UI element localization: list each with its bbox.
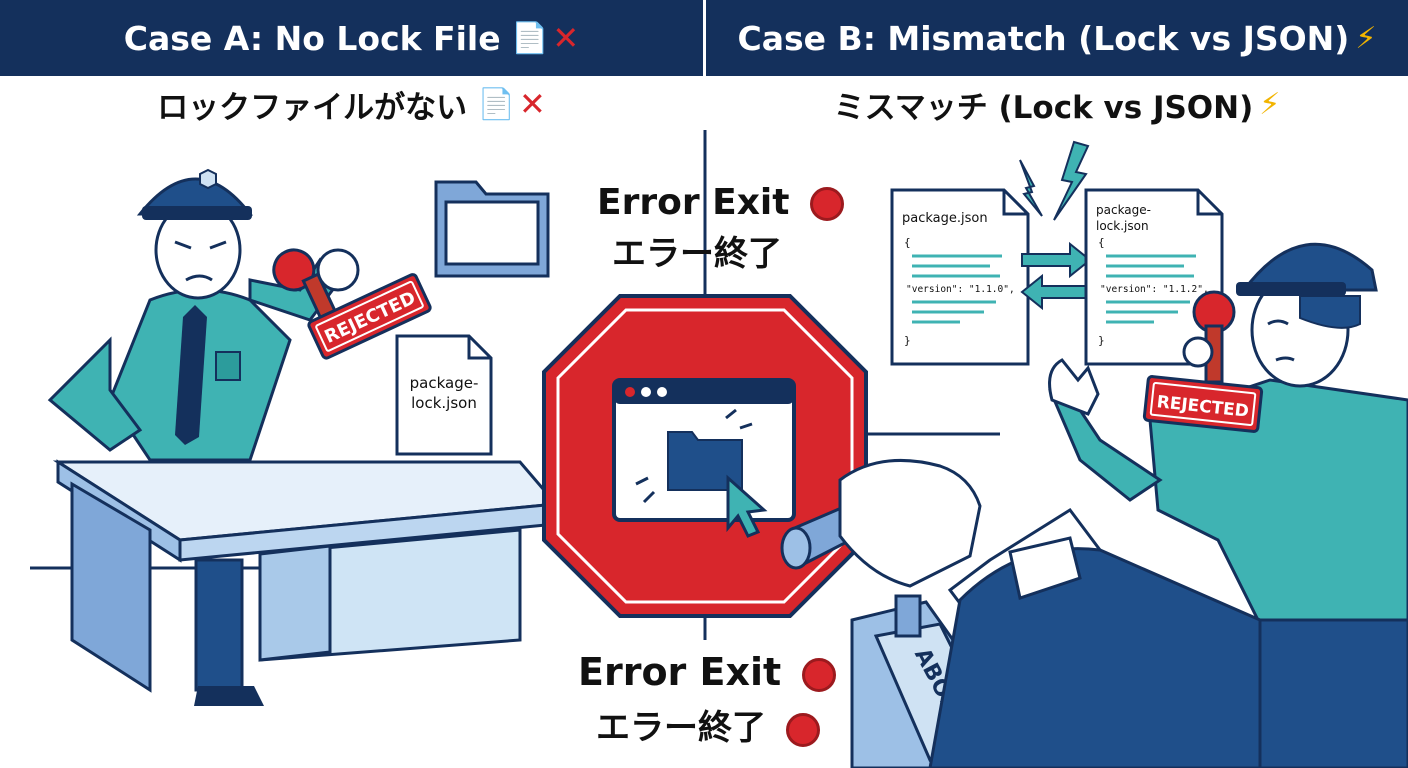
header-divider — [703, 0, 706, 76]
error-exit-top-ja: エラー終了 — [612, 226, 782, 275]
rejected-stamp-b: REJECTED — [1142, 290, 1264, 433]
left-doc-open-brace: { — [904, 236, 911, 249]
cross-mark-icon: ✕ — [552, 19, 580, 57]
stop-sign-icon — [785, 712, 820, 747]
lightning-icon: ⚡ — [1259, 86, 1281, 122]
stop-sign-icon — [802, 657, 837, 692]
cross-mark-icon: ✕ — [519, 85, 546, 123]
case-b-header: Case B: Mismatch (Lock vs JSON) ⚡ — [706, 0, 1408, 76]
right-doc-open-brace: { — [1098, 236, 1105, 249]
stop-sign-icon — [810, 187, 845, 221]
error-exit-ja-text: エラー終了 — [612, 234, 782, 274]
left-doc-close-brace: } — [904, 334, 911, 347]
officer-case-a — [47, 168, 360, 706]
right-doc-title-line1: package- — [1096, 203, 1151, 217]
package-lock-document: package- lock.json — [395, 334, 493, 456]
package-json-document: package.json { "version": "1.1.0", } — [890, 188, 1030, 366]
error-exit-ja-text: エラー終了 — [596, 708, 766, 748]
compare-arrows — [1020, 241, 1092, 311]
case-b-subtitle: ミスマッチ (Lock vs JSON) ⚡ — [706, 82, 1408, 126]
officer-case-b — [1048, 242, 1408, 768]
right-doc-title-line2: lock.json — [1096, 219, 1149, 233]
right-doc-close-brace: } — [1098, 334, 1105, 347]
right-doc-version: "version": "1.1.2", — [1100, 284, 1209, 295]
case-b-title: Case B: Mismatch (Lock vs JSON) — [737, 18, 1350, 58]
document-icon: 📄 — [500, 20, 549, 56]
lightning-icon: ⚡ — [1355, 20, 1377, 56]
stop-sign-icon — [542, 294, 868, 618]
case-a-subtitle-text: ロックファイルがない — [157, 89, 468, 126]
package-lock-json-document: package- lock.json { "version": "1.1.2",… — [1084, 188, 1224, 366]
error-exit-bottom-ja: エラー終了 — [596, 700, 820, 749]
hand-pressing-abort — [838, 458, 1262, 768]
folder-icon — [434, 180, 550, 278]
doc-label-line1: package- — [410, 374, 479, 392]
left-doc-version: "version": "1.1.0", — [906, 284, 1015, 295]
left-doc-title: package.json — [902, 211, 988, 226]
error-exit-top-en: Error Exit — [597, 182, 845, 223]
error-exit-text: Error Exit — [578, 650, 782, 694]
case-b-subtitle-text: ミスマッチ (Lock vs JSON) — [833, 89, 1254, 126]
lightning-icon — [1019, 140, 1090, 221]
folder-icon — [667, 431, 743, 491]
case-a-header: Case A: No Lock File 📄 ✕ — [0, 0, 703, 76]
error-exit-bottom-en: Error Exit — [578, 650, 837, 694]
desk — [52, 459, 560, 693]
error-exit-text: Error Exit — [597, 182, 790, 223]
cursor-icon — [726, 474, 768, 538]
document-icon: 📄 — [467, 86, 515, 122]
case-a-subtitle: ロックファイルがない 📄 ✕ — [0, 82, 703, 126]
case-a-title: Case A: No Lock File — [123, 18, 501, 58]
doc-label-line2: lock.json — [411, 394, 477, 412]
